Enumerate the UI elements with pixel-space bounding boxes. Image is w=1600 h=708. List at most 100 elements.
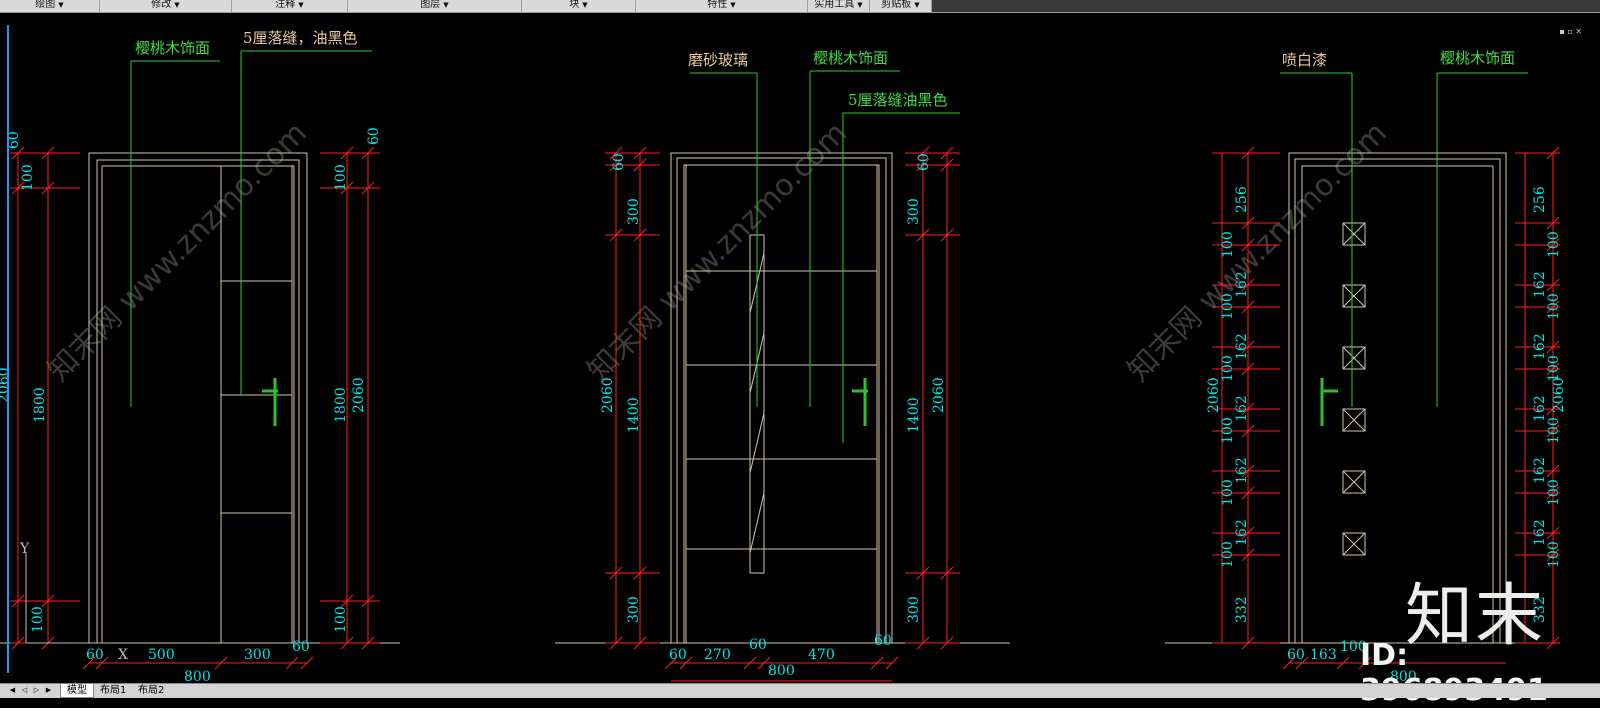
chevron-down-icon: ▼ [58,1,64,9]
door2-dim-total: 2060 [600,377,616,413]
dim-tick [1546,238,1560,252]
ribbon-panel-4[interactable]: 块▼ [522,0,636,12]
tab-model[interactable]: 模型 [60,684,94,698]
dim-tick [41,146,55,160]
dim-tick [633,566,647,580]
door3-louver-cross [1342,284,1366,308]
next-tab-icon[interactable]: ▷ [33,686,40,694]
door3-dim-total: 2060 [1206,377,1222,413]
dim-tick [609,636,623,650]
chevron-down-icon: ▼ [443,1,449,9]
ribbon-panel-2[interactable]: 注释▼ [232,0,348,12]
door2-dim-rt300: 300 [906,198,922,225]
dim-tick [609,566,623,580]
ribbon-panel-3[interactable]: 图层▼ [348,0,522,12]
door3-dim-v162: 162 [1234,395,1250,422]
dim-tick [940,566,954,580]
door3-louver-4 [1342,470,1366,494]
tab-layout1[interactable]: 布局1 [100,685,127,696]
dim-tick [1546,526,1560,540]
ribbon-panel-0[interactable]: 绘图▼ [0,0,100,12]
tab-layout2[interactable]: 布局2 [138,685,165,696]
dim-tick [1546,636,1560,650]
dim-tick [1546,424,1560,438]
dim-tick [82,656,96,670]
door3-louver-2 [1342,346,1366,370]
door3-dim-w800: 800 [1390,669,1417,683]
dim-tick [11,636,25,650]
last-tab-icon[interactable]: ▶ [45,686,52,694]
dim-tick [340,146,354,160]
door3-dim-rv162: 162 [1532,333,1548,360]
ribbon-empty-area [932,0,1600,12]
door3-louver-cross [1342,470,1366,494]
layout-tab-bar: ◀ ◁ ▷ ▶ 模型 布局1 布局2 [0,683,1600,698]
door2-frame-mid [676,157,887,644]
ribbon-panel-label: 剪贴板 [881,0,912,10]
chevron-down-icon: ▼ [914,1,920,9]
ribbon-panel-7[interactable]: 剪贴板▼ [870,0,932,12]
door3-label-paint: 喷白漆 [1282,51,1327,69]
dim-tick [633,228,647,242]
door3-label-face: 樱桃木饰面 [1440,49,1515,67]
door3-dim-rv100: 100 [1546,541,1562,568]
dim-tick [340,181,354,195]
door3-dim-rv162: 162 [1532,271,1548,298]
ribbon-panel-label: 图层 [420,0,441,10]
door1-dim-w60b: 60 [292,639,310,655]
dim-tick [1241,146,1255,160]
door3-dim-rv100: 100 [1546,231,1562,258]
door2-dim-t300: 300 [626,198,642,225]
door3-dim-w163: 163 [1310,647,1337,663]
door1-label-gap: 5厘落缝，油黑色 [243,29,358,47]
door2-dim-t60: 60 [611,153,627,171]
door2-label-glass: 磨砂玻璃 [688,51,748,69]
dim-tick [1546,216,1560,230]
dim-tick [1336,656,1350,670]
dim-tick [95,656,109,670]
chevron-down-icon: ▼ [174,1,180,9]
dim-tick [940,636,954,650]
prev-tab-icon[interactable]: ◁ [21,686,28,694]
ribbon-panel-label: 修改 [151,0,172,10]
door3-louver-1 [1342,284,1366,308]
door1-dim-top: 60 [6,131,22,149]
dim-tick [11,181,25,195]
chevron-down-icon: ▼ [730,1,736,9]
door2-dim-rt60: 60 [916,153,932,171]
dim-tick [885,656,899,670]
door3-louver-3 [1342,408,1366,432]
dim-tick [940,158,954,172]
ribbon-panel-5[interactable]: 特性▼ [636,0,808,12]
door2-label-face: 樱桃木饰面 [813,49,888,67]
door3-dim-rv162: 162 [1532,457,1548,484]
dim-tick [1546,548,1560,562]
dim-tick [300,656,314,670]
ribbon-panel-label: 实用工具 [814,0,855,10]
ribbon-panel-1[interactable]: 修改▼ [100,0,232,12]
dim-tick [1546,362,1560,376]
door3-dim-v256: 256 [1234,186,1250,213]
dim-tick [214,656,228,670]
dim-tick [1546,300,1560,314]
door1-dim-rb100: 100 [333,606,349,633]
ribbon-panel-label: 绘图 [35,0,56,10]
dim-tick [11,146,25,160]
dim-tick [609,158,623,172]
viewport-controls[interactable]: ▪ ▫ ✕ [1559,27,1582,36]
door3-louver-cross [1342,222,1366,246]
first-tab-icon[interactable]: ◀ [9,686,16,694]
door3-dim-v100: 100 [1220,355,1236,382]
dim-tick [870,656,884,670]
dim-tick [940,146,954,160]
dim-tick [1241,300,1255,314]
dim-tick [340,594,354,608]
dim-tick [679,656,693,670]
dim-tick [1241,548,1255,562]
door1-dim-rtop: 60 [366,127,382,145]
ribbon-panel-6[interactable]: 实用工具▼ [808,0,870,12]
door3-dim-rv162: 162 [1532,395,1548,422]
door1-handle-icon [262,378,278,426]
